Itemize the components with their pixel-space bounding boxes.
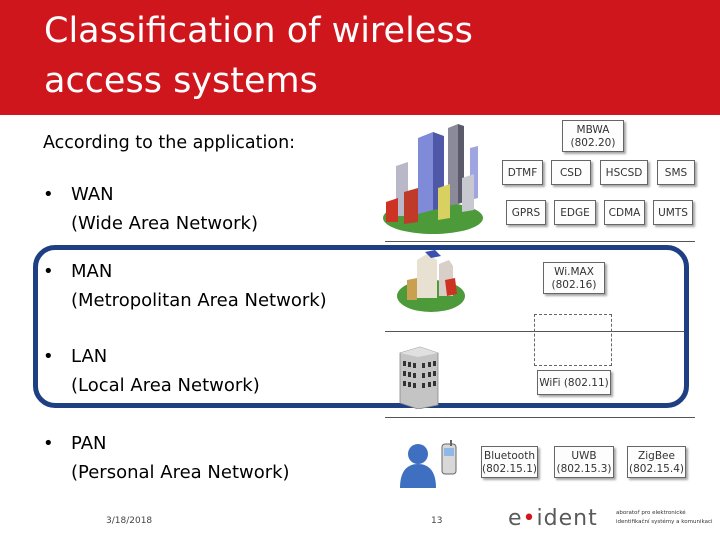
title-line-1: Classification of wireless: [44, 11, 473, 51]
bullet-pan: • PAN (Personal Area Network): [43, 429, 290, 487]
tag-line: UWB: [571, 450, 597, 462]
tag-cdma: CDMA: [604, 200, 645, 225]
tag-line: (802.15.1): [482, 463, 537, 475]
eident-logo: e•ident: [508, 506, 598, 531]
title-bar: Classification of wireless access system…: [0, 0, 720, 115]
bullet-lan: • LAN (Local Area Network): [43, 342, 260, 400]
bullet-man: • MAN (Metropolitan Area Network): [43, 257, 327, 315]
bullet-head: MAN: [71, 261, 113, 282]
title-line-2: access systems: [44, 61, 318, 101]
tag-edge: EDGE: [554, 200, 596, 225]
tag-hscsd: HSCSD: [600, 160, 648, 185]
office-building-icon: [399, 346, 439, 409]
slide-title: Classification of wireless access system…: [44, 6, 664, 106]
bullet-wan: • WAN (Wide Area Network): [43, 180, 258, 238]
bullet-sub: (Personal Area Network): [71, 462, 290, 483]
tag-line: (802.15.4): [629, 463, 684, 475]
bullet-head: PAN: [71, 433, 107, 454]
bullet-head: LAN: [71, 346, 108, 367]
highlight-frame: [33, 245, 689, 408]
divider-line: [385, 331, 685, 332]
dashed-box: [534, 314, 612, 366]
bullet-sub: (Metropolitan Area Network): [71, 290, 327, 311]
tag-wimax: Wi.MAX (802.16): [543, 262, 605, 294]
logo-prefix: e: [508, 506, 523, 531]
bullet-head: WAN: [71, 184, 114, 205]
bullet-sub: (Local Area Network): [71, 375, 260, 396]
tag-mbwa: MBWA (802.20): [562, 120, 624, 152]
tag-line: (802.15.3): [556, 463, 612, 475]
logo-suffix: ident: [536, 506, 598, 531]
tag-line: MBWA: [576, 124, 610, 136]
subtitle: According to the application:: [43, 133, 296, 153]
bullet-dot: •: [43, 184, 54, 205]
bullet-dot: •: [43, 433, 54, 454]
tag-sms: SMS: [657, 160, 695, 185]
logo-dot: •: [522, 506, 537, 531]
tag-dtmf: DTMF: [502, 160, 543, 185]
page-number: 13: [431, 516, 443, 526]
city-block-icon: [397, 250, 465, 312]
tag-gprs: GPRS: [506, 200, 546, 225]
bullet-sub: (Wide Area Network): [71, 213, 258, 234]
divider-line: [385, 241, 695, 242]
tag-line: (802.16): [551, 279, 597, 291]
footer-date: 3/18/2018: [106, 516, 153, 526]
city-skyline-icon: [383, 124, 483, 234]
bullet-dot: •: [43, 346, 54, 367]
tag-zigbee: ZigBee (802.15.4): [627, 446, 686, 478]
tag-line: ZigBee: [638, 450, 675, 462]
divider-line: [385, 417, 695, 418]
tag-uwb: UWB (802.15.3): [554, 446, 614, 478]
tag-bluetooth: Bluetooth (802.15.1): [481, 446, 538, 478]
bullet-dot: •: [43, 261, 54, 282]
tag-wifi: WiFi (802.11): [537, 370, 611, 395]
logo-caption: aboratoř pro elektronické identifikační …: [616, 510, 713, 525]
tag-umts: UMTS: [653, 200, 693, 225]
tag-line: (802.20): [570, 137, 616, 149]
tag-line: Wi.MAX: [554, 266, 594, 278]
person-phone-icon: [400, 440, 457, 488]
tag-csd: CSD: [551, 160, 591, 185]
tag-line: Bluetooth: [484, 450, 535, 462]
